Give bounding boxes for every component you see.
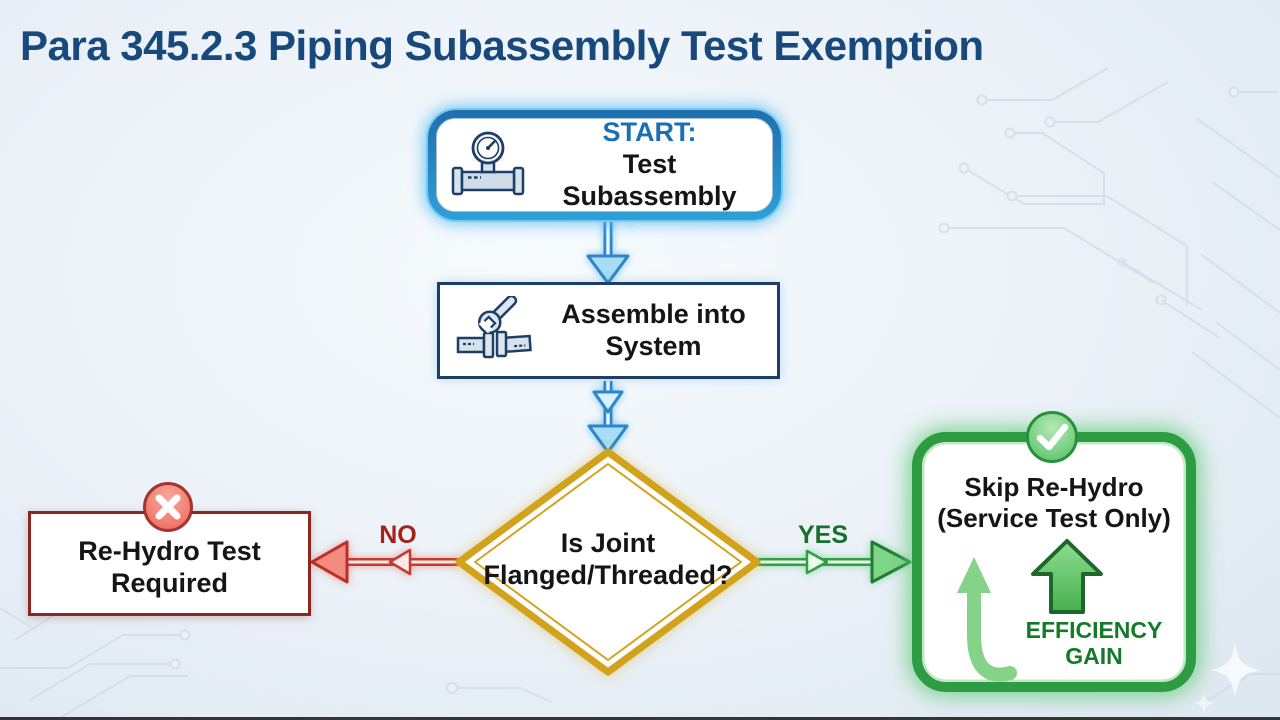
skip-line1: Skip Re-Hydro	[964, 472, 1144, 502]
assemble-line1: Assemble into	[561, 298, 746, 329]
start-node-inner: START: Test Subassembly	[436, 117, 773, 213]
arrow-start-to-assemble	[586, 220, 630, 285]
check-circle-icon	[1026, 411, 1078, 463]
x-circle-icon	[143, 482, 193, 532]
start-sublabel: Test Subassembly	[562, 149, 737, 211]
skip-rehydro-node: Skip Re-Hydro (Service Test Only) EFFICI…	[912, 432, 1196, 692]
start-node-label: START: Test Subassembly	[541, 117, 758, 213]
efficiency-line1: EFFICIENCY	[1025, 617, 1163, 643]
page-title: Para 345.2.3 Piping Subassembly Test Exe…	[20, 22, 984, 69]
curved-up-arrow-icon	[957, 557, 1017, 682]
pipe-wrench-icon	[456, 295, 532, 358]
skip-rehydro-label: Skip Re-Hydro (Service Test Only)	[922, 472, 1186, 533]
sparkle-icon	[1193, 642, 1260, 714]
rehydro-required-label: Re-Hydro Test Required	[78, 528, 261, 600]
rehydro-line1: Re-Hydro Test	[78, 535, 261, 566]
assemble-line2: System	[605, 330, 702, 361]
assemble-node-label: Assemble into System	[546, 299, 761, 363]
efficiency-line2: GAIN	[1065, 642, 1123, 669]
decision-line1: Is Joint	[560, 528, 656, 558]
yes-edge-label: YES	[797, 521, 849, 549]
rehydro-line2: Required	[110, 567, 229, 598]
skip-line2: (Service Test Only)	[937, 502, 1171, 533]
block-up-arrow-icon	[1031, 539, 1103, 614]
decision-line2: Flanged/Threaded?	[483, 559, 733, 590]
assemble-node: Assemble into System	[437, 282, 780, 379]
arrow-assemble-to-decision	[587, 381, 629, 454]
start-keyword: START:	[602, 117, 697, 148]
no-edge-label: NO	[379, 521, 417, 549]
efficiency-gain-label: EFFICIENCY GAIN	[1008, 617, 1180, 670]
pressure-gauge-icon	[451, 131, 525, 196]
bottom-letterbox	[0, 717, 1280, 720]
decision-node-label: Is Joint Flanged/Threaded?	[470, 528, 746, 592]
start-node: START: Test Subassembly	[428, 110, 781, 220]
